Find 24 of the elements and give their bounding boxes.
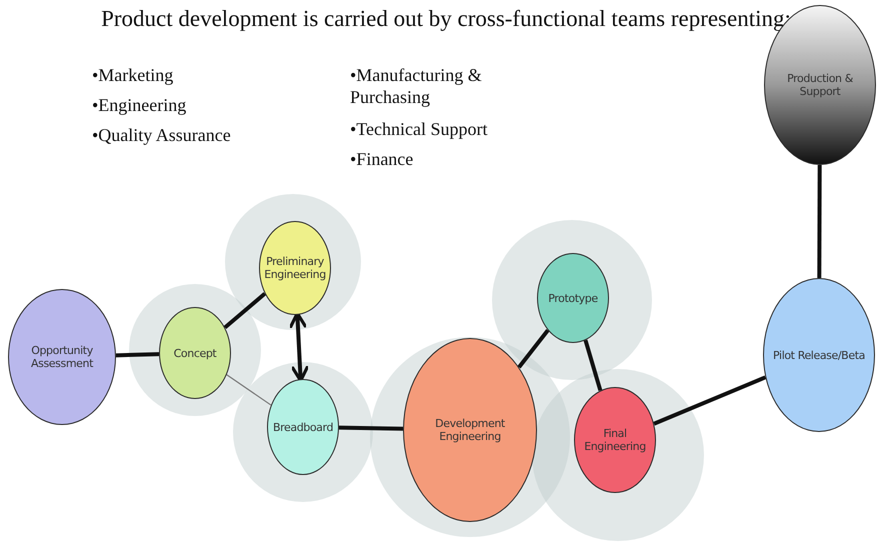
connector-line bbox=[338, 426, 404, 431]
stage-label: Pilot Release/Beta bbox=[772, 348, 866, 362]
connector-line bbox=[226, 374, 272, 406]
title: Product development is carried out by cross-functional teams representing: bbox=[100, 6, 792, 32]
stage-label: Production & Support bbox=[786, 72, 854, 98]
connector-line bbox=[584, 340, 602, 392]
connector-line bbox=[224, 292, 266, 330]
stage-label: Prototype bbox=[547, 292, 599, 304]
stage-label: Opportunity Assessment bbox=[30, 344, 94, 370]
connector-line bbox=[817, 165, 822, 278]
team-list-item: •Marketing bbox=[92, 64, 174, 86]
team-list-item: •Quality Assurance bbox=[92, 124, 232, 146]
connector-line bbox=[517, 328, 550, 368]
stage-label: Concept bbox=[172, 346, 218, 360]
team-list-item: •Technical Support bbox=[350, 118, 489, 140]
team-list-item: •Finance bbox=[350, 148, 414, 170]
team-list-item: •Engineering bbox=[92, 94, 188, 116]
stage-label: Development Engineering bbox=[434, 417, 506, 443]
stage-label: Preliminary Engineering bbox=[263, 255, 327, 281]
connector-line bbox=[653, 375, 766, 426]
connector-line bbox=[116, 352, 160, 358]
team-list-item: •Manufacturing & Purchasing bbox=[350, 64, 483, 108]
stage-label: Breadboard bbox=[272, 420, 334, 434]
stage-label: Final Engineering bbox=[583, 427, 647, 453]
